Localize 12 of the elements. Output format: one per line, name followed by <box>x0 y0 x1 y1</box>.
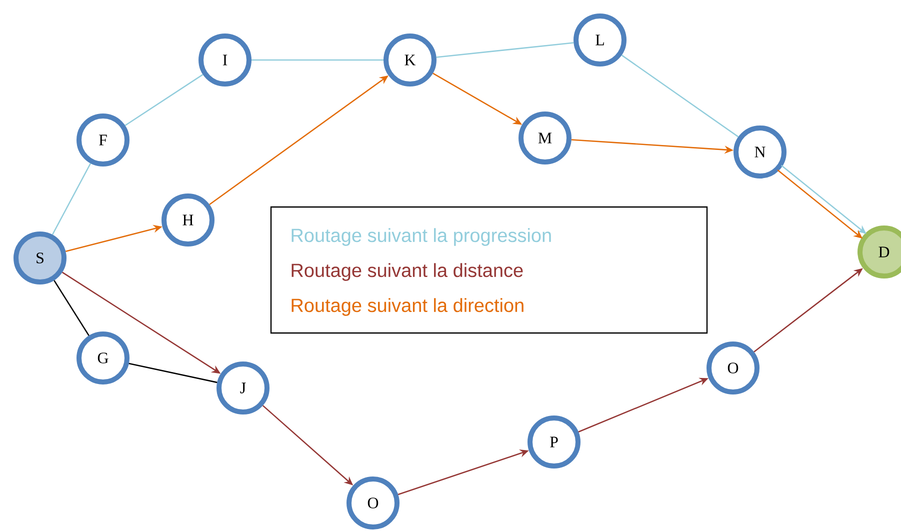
connector-line <box>436 42 574 58</box>
connector-line <box>52 163 92 235</box>
destination-node: D <box>858 226 901 278</box>
connector-line <box>54 280 90 336</box>
legend-entry: Routage suivant la progression <box>292 228 551 246</box>
legend-entry: Routage suivant la distance <box>292 263 523 281</box>
connector-line <box>252 59 384 61</box>
connector-line <box>128 362 218 384</box>
connector-line <box>124 74 204 126</box>
start-node: S <box>14 232 66 284</box>
legend-entry: Routage suivant la direction <box>292 298 524 316</box>
connector-line <box>621 54 739 138</box>
